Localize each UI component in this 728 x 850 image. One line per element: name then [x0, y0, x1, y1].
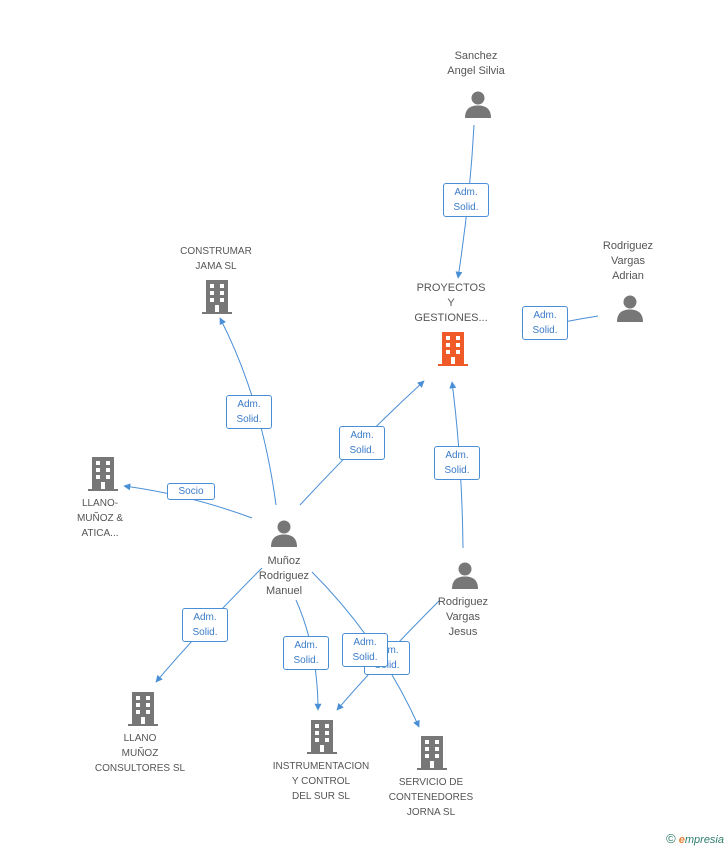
person-icon-munoz[interactable] — [271, 520, 297, 548]
node-label-servicio[interactable]: SERVICIO DE CONTENEDORES JORNA SL — [388, 777, 474, 818]
building-icon-llano-consultores[interactable] — [128, 692, 158, 726]
node-label-llano-consultores[interactable]: LLANO MUÑOZ CONSULTORES SL — [94, 733, 186, 774]
building-icon-instrumentacion[interactable] — [307, 720, 337, 754]
brand-initial: e — [678, 834, 685, 846]
edge-label-munoz-servicio[interactable]: Adm. Solid. — [342, 633, 388, 667]
edge-label-adrian-proyectos[interactable]: Adm. Solid. — [522, 306, 568, 340]
node-label-munoz[interactable]: Muñoz Rodriguez Manuel — [258, 555, 310, 597]
edge-label-munoz-llano-consultores[interactable]: Adm. Solid. — [182, 608, 228, 642]
building-icon-llano-atica[interactable] — [88, 457, 118, 491]
person-icon-sanchez[interactable] — [465, 91, 491, 119]
building-icon-proyectos[interactable] — [438, 332, 468, 366]
person-icon-rodriguez-adrian[interactable] — [617, 295, 643, 323]
node-label-instrumentacion[interactable]: INSTRUMENTACION Y CONTROL DEL SUR SL — [272, 761, 370, 802]
edge-label-munoz-construmar[interactable]: Adm. Solid. — [226, 395, 272, 429]
building-icon-servicio[interactable] — [417, 736, 447, 770]
building-icon-construmar[interactable] — [202, 280, 232, 314]
copyright-symbol: © — [666, 831, 676, 846]
node-label-sanchez[interactable]: Sanchez Angel Silvia — [447, 50, 505, 77]
edge-label-munoz-llano-atica[interactable]: Socio — [167, 483, 215, 500]
brand-name: mpresia — [684, 834, 724, 846]
node-label-rodriguez-adrian[interactable]: Rodriguez Vargas Adrian — [602, 240, 654, 282]
node-label-proyectos[interactable]: PROYECTOS Y GESTIONES... — [414, 282, 488, 324]
brand-logo: © empresia — [666, 831, 724, 846]
edge-label-jesus-proyectos[interactable]: Adm. Solid. — [434, 446, 480, 480]
edge-label-munoz-instrumentacion[interactable]: Adm. Solid. — [283, 636, 329, 670]
node-label-rodriguez-jesus[interactable]: Rodriguez Vargas Jesus — [437, 596, 489, 638]
edge-label-munoz-proyectos[interactable]: Adm. Solid. — [339, 426, 385, 460]
node-label-llano-atica[interactable]: LLANO- MUÑOZ & ATICA... — [76, 498, 124, 539]
edge-label-sanchez-proyectos[interactable]: Adm. Solid. — [443, 183, 489, 217]
node-label-construmar[interactable]: CONSTRUMAR JAMA SL — [180, 246, 252, 272]
person-icon-rodriguez-jesus[interactable] — [452, 562, 478, 590]
